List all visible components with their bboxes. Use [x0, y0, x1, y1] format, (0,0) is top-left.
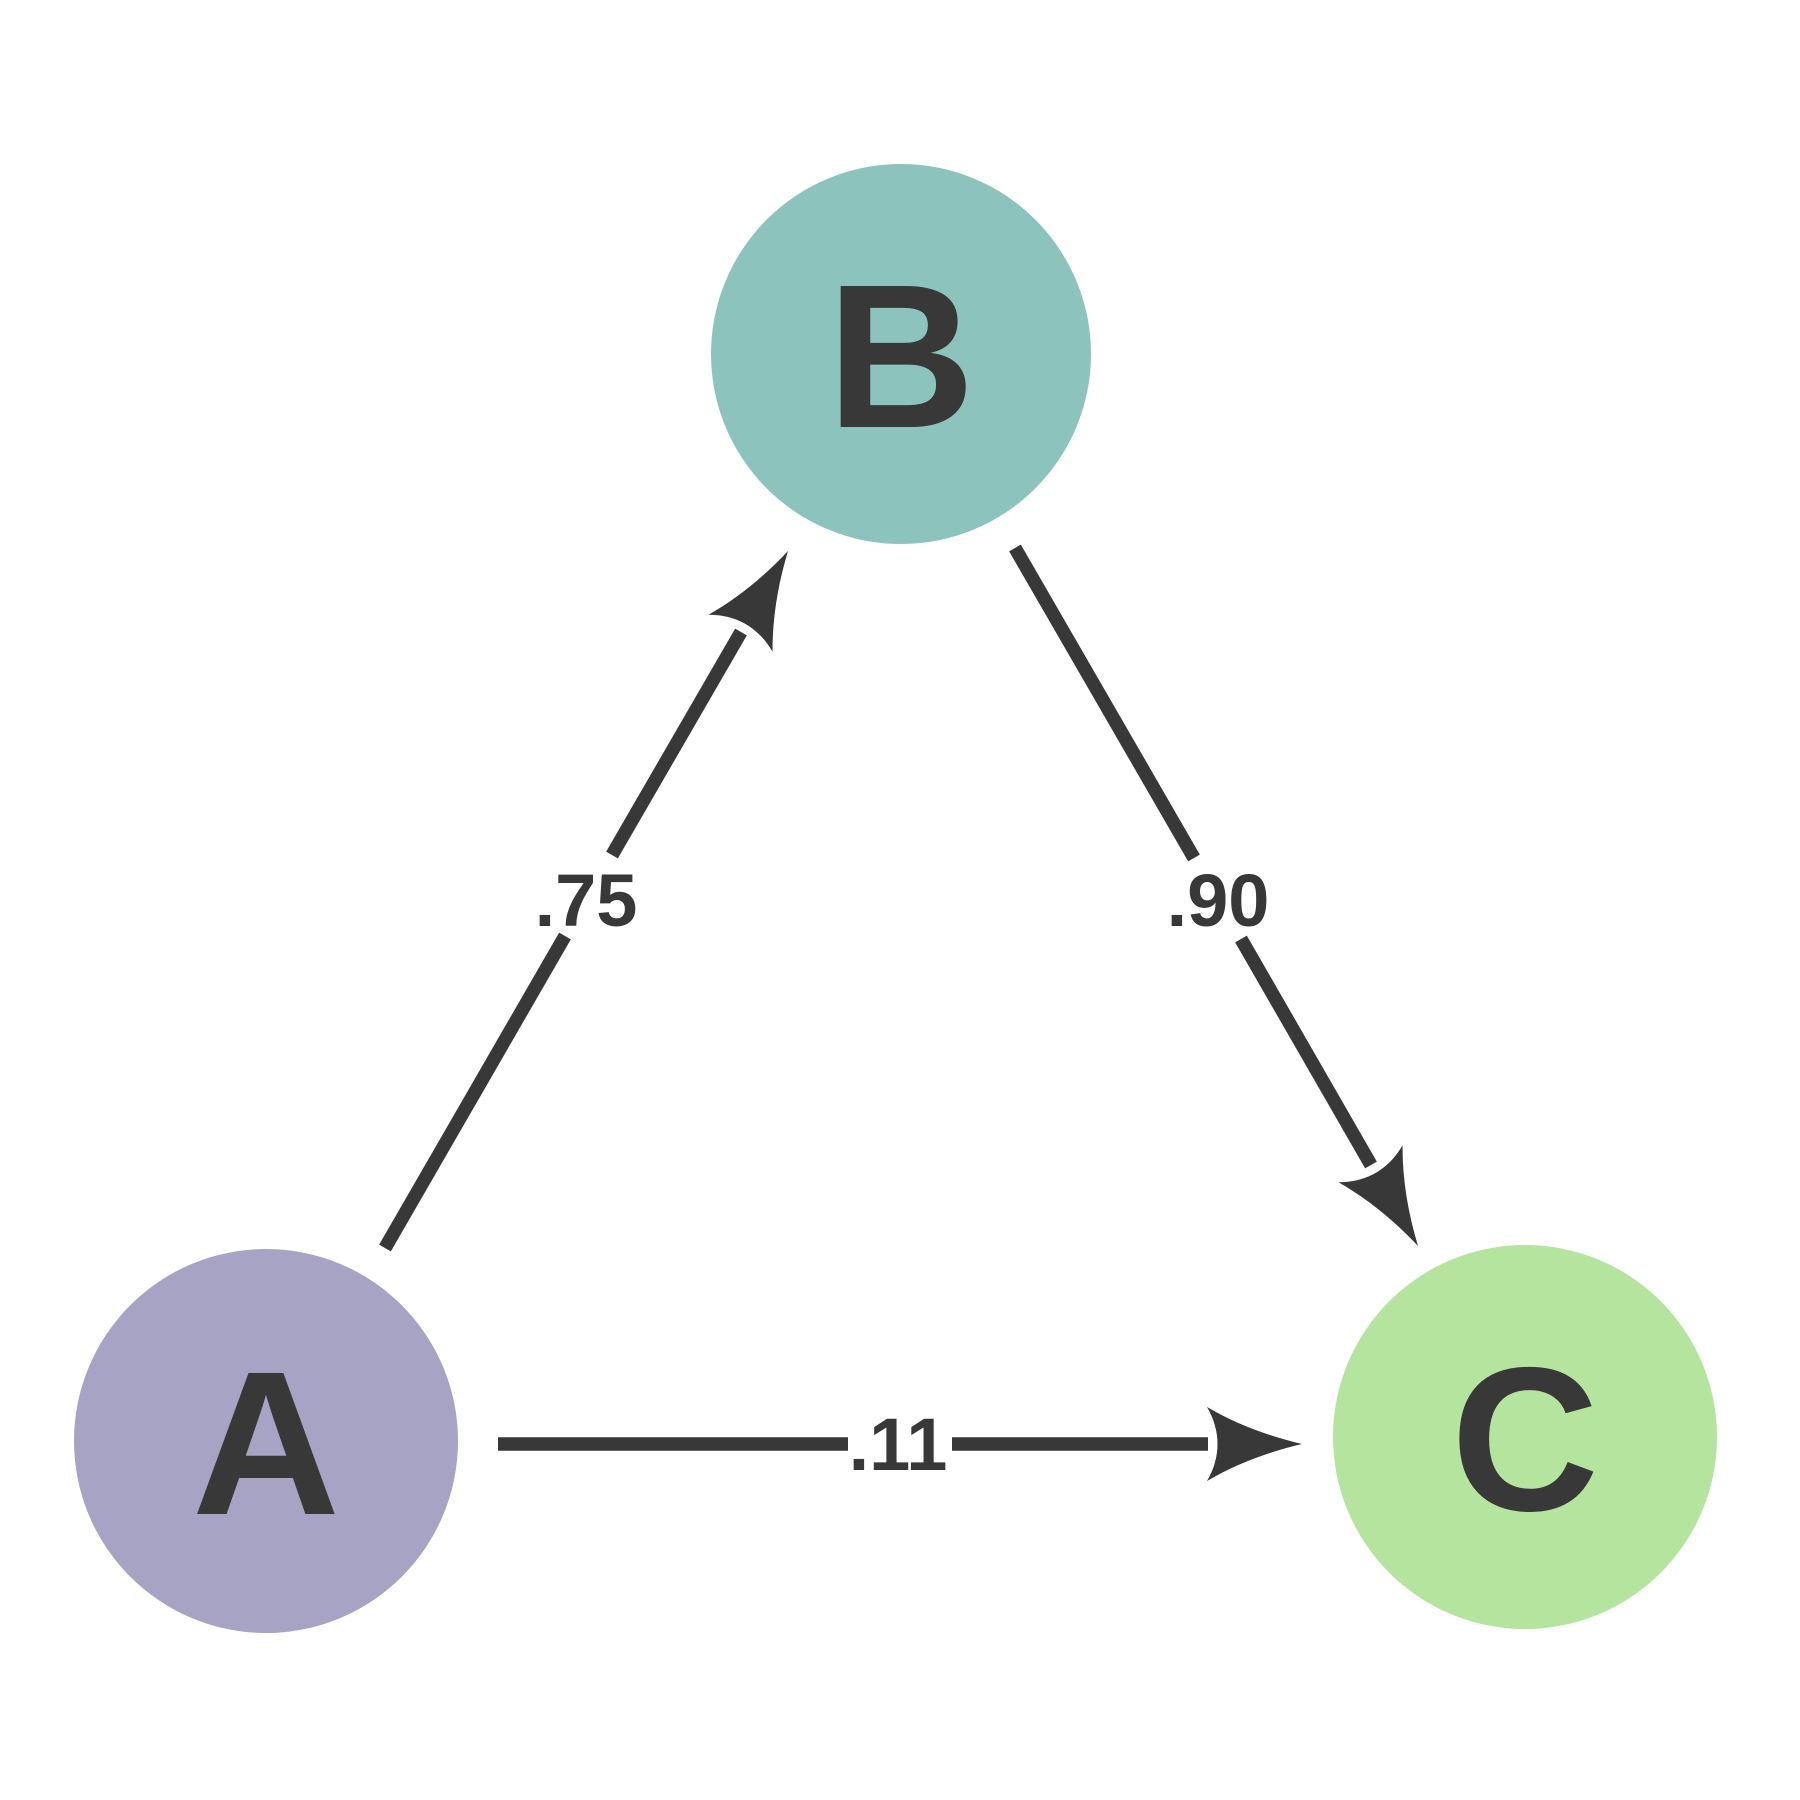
edge-a-b-line-2: [606, 628, 747, 859]
node-c-circle: [1333, 1245, 1717, 1629]
edge-a-c-arrowhead-icon: [1207, 1407, 1302, 1481]
edge-b-c-line-2: [1235, 935, 1377, 1169]
edge-a-b-weight-label: .75: [535, 859, 638, 942]
edge-b-c-weight-label: .90: [1167, 859, 1270, 942]
node-c-label: C: [1451, 1325, 1599, 1554]
edge-a-b-line-1: [379, 932, 571, 1252]
edge-a-b-arrowhead-icon: [708, 551, 788, 652]
edge-a-c-weight-label: .11: [849, 1403, 948, 1486]
edge-b-c-line-1: [1009, 544, 1200, 862]
node-b-circle: [711, 164, 1091, 544]
node-a-label: A: [192, 1329, 340, 1558]
node-a-circle: [74, 1249, 458, 1633]
edge-b-c-arrowhead-icon: [1338, 1145, 1418, 1246]
node-b-label: B: [827, 242, 975, 471]
